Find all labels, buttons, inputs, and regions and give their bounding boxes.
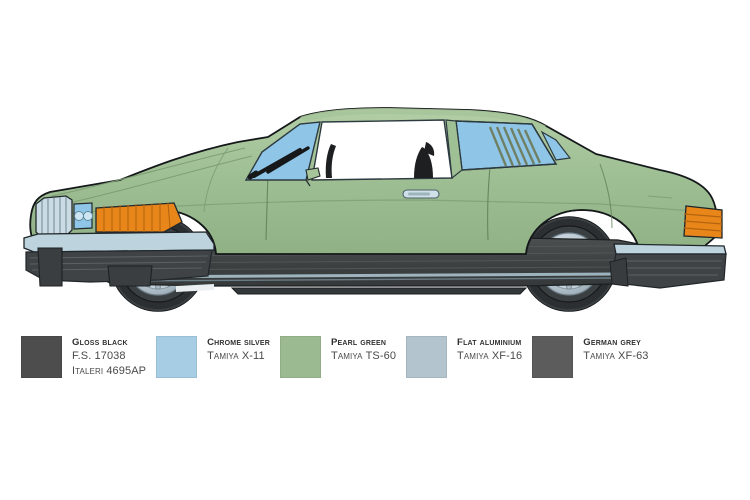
legend-text-block: German Grey Tamiya XF-63: [583, 336, 648, 365]
legend-entry-1: Gloss Black F.S. 17038 Italeri 4695AP: [21, 336, 146, 378]
color-swatch: [21, 336, 62, 378]
car-illustration: [23, 107, 727, 312]
front-bumper: [23, 231, 215, 292]
c-pillar-louvre: [488, 126, 542, 167]
paint-ref-primary: F.S. 17038: [72, 349, 126, 362]
wiper-icon: [247, 146, 310, 180]
rear-bumper: [609, 243, 727, 289]
legend-text-block: Flat Aluminium Tamiya XF-16: [457, 336, 522, 365]
paint-name: German Grey: [583, 337, 642, 348]
interior: [325, 142, 435, 178]
color-swatch: [280, 336, 321, 378]
paint-ref-secondary: Italeri 4695AP: [72, 364, 147, 377]
color-swatch: [156, 336, 198, 378]
paint-ref-primary: Tamiya XF-16: [457, 349, 523, 362]
door-mirror: [305, 167, 321, 187]
paint-name: Gloss Black: [72, 337, 128, 348]
legend-entry-5: German Grey Tamiya XF-63: [532, 336, 648, 378]
paint-ref-primary: Tamiya X-11: [207, 349, 265, 362]
paint-ref-primary: Tamiya XF-63: [583, 349, 649, 362]
legend-text-block: Chrome Silver Tamiya X-11: [207, 336, 270, 365]
legend-text-block: Gloss Black F.S. 17038 Italeri 4695AP: [72, 336, 146, 378]
legend-text-block: Pearl Green Tamiya TS-60: [331, 336, 396, 365]
color-swatch: [406, 336, 448, 378]
rear-lamp: [683, 205, 723, 239]
color-swatch: [532, 336, 574, 378]
front-lamps: [35, 195, 183, 239]
legend-entry-3: Pearl Green Tamiya TS-60: [280, 336, 396, 378]
paint-name: Flat Aluminium: [457, 337, 522, 348]
paint-name: Pearl Green: [331, 337, 387, 348]
paint-name: Chrome Silver: [207, 337, 270, 348]
paint-legend: Gloss Black F.S. 17038 Italeri 4695AP Ch…: [0, 336, 750, 386]
legend-entry-2: Chrome Silver Tamiya X-11: [156, 336, 270, 378]
paint-ref-primary: Tamiya TS-60: [331, 349, 397, 362]
legend-entry-4: Flat Aluminium Tamiya XF-16: [406, 336, 522, 378]
door-handle: [402, 189, 440, 199]
